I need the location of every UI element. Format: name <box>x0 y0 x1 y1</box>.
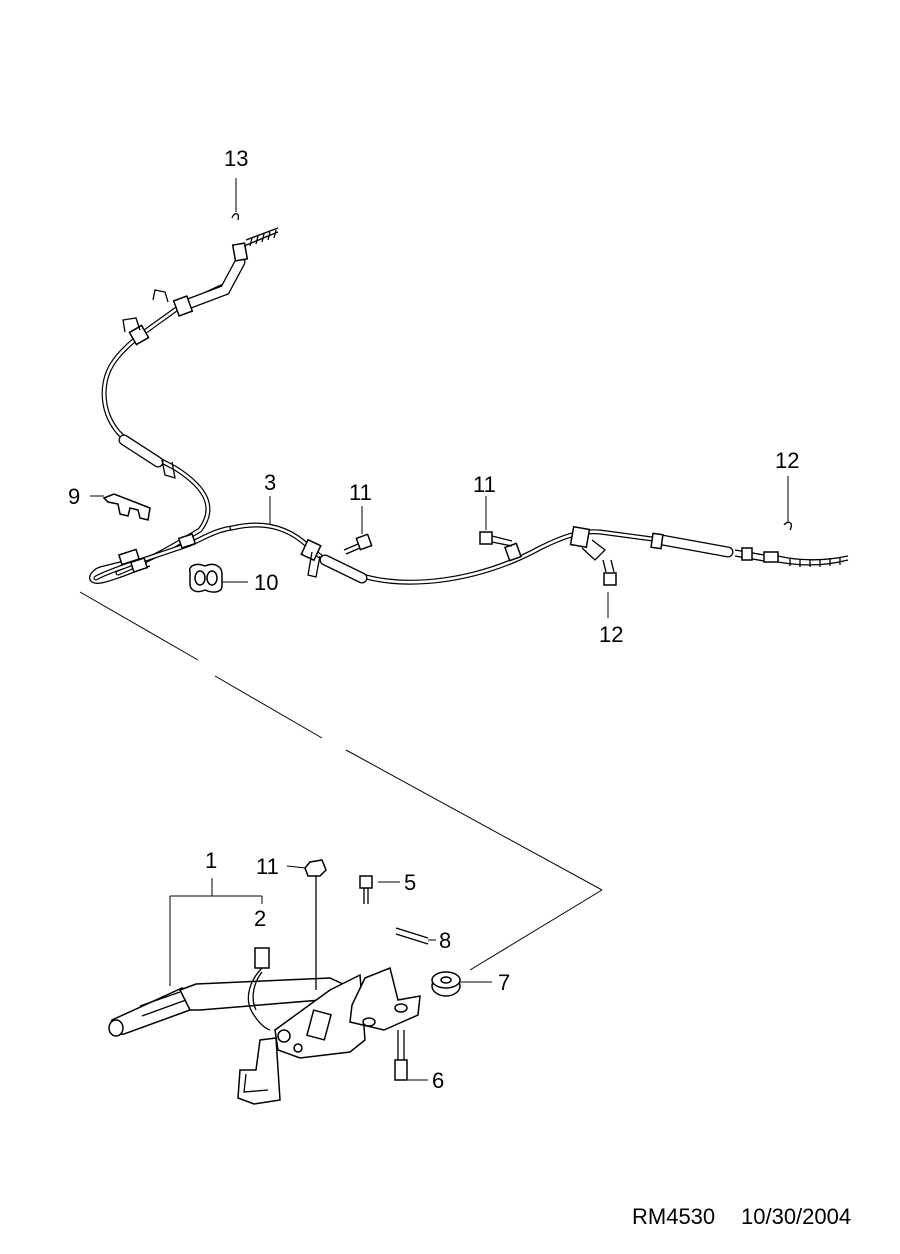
footer: RM4530 10/30/2004 <box>632 1204 851 1229</box>
callout-2: 2 <box>254 906 266 931</box>
cable-clip-9 <box>102 493 151 521</box>
cable-equalizer <box>89 525 235 584</box>
grommet-10 <box>188 563 223 593</box>
callout-6: 6 <box>432 1068 444 1093</box>
bolt-11-c <box>602 559 617 586</box>
nut-13 <box>304 859 327 990</box>
callout-5: 5 <box>404 870 416 895</box>
callout-12-right: 12 <box>775 448 799 473</box>
parking-brake-lever-1 <box>108 973 366 1105</box>
bolt-5 <box>359 875 373 904</box>
bracket-plate <box>349 966 421 1031</box>
right-rear-cable <box>229 521 849 585</box>
reference-lines <box>79 591 603 971</box>
callouts: 13 3 11 11 12 9 10 12 1 11 5 2 8 7 6 <box>68 146 799 1093</box>
callout-11-left: 11 <box>349 480 372 505</box>
drawing-code: RM4530 <box>632 1204 715 1229</box>
pin-8 <box>395 927 429 945</box>
bolt-11-a <box>343 533 373 555</box>
callout-13: 11 <box>256 854 279 879</box>
left-cable-wire-end <box>231 213 279 247</box>
bolt-6 <box>394 1030 408 1081</box>
left-rear-cable <box>101 242 249 576</box>
callout-11-bottom: 12 <box>599 622 623 647</box>
bushing-7 <box>431 971 461 997</box>
brake-switch-2 <box>247 947 271 1031</box>
bolt-11-b <box>479 531 513 547</box>
callout-11-middle: 11 <box>473 472 496 497</box>
callout-8: 8 <box>439 928 451 953</box>
callout-7: 7 <box>498 970 510 995</box>
leader-lines <box>90 178 789 1081</box>
callout-1: 1 <box>205 848 217 873</box>
callout-12-left: 13 <box>224 146 248 171</box>
callout-3: 3 <box>264 470 276 495</box>
callout-10: 10 <box>254 570 278 595</box>
drawing-date: 10/30/2004 <box>741 1204 851 1229</box>
callout-9: 9 <box>68 484 80 509</box>
